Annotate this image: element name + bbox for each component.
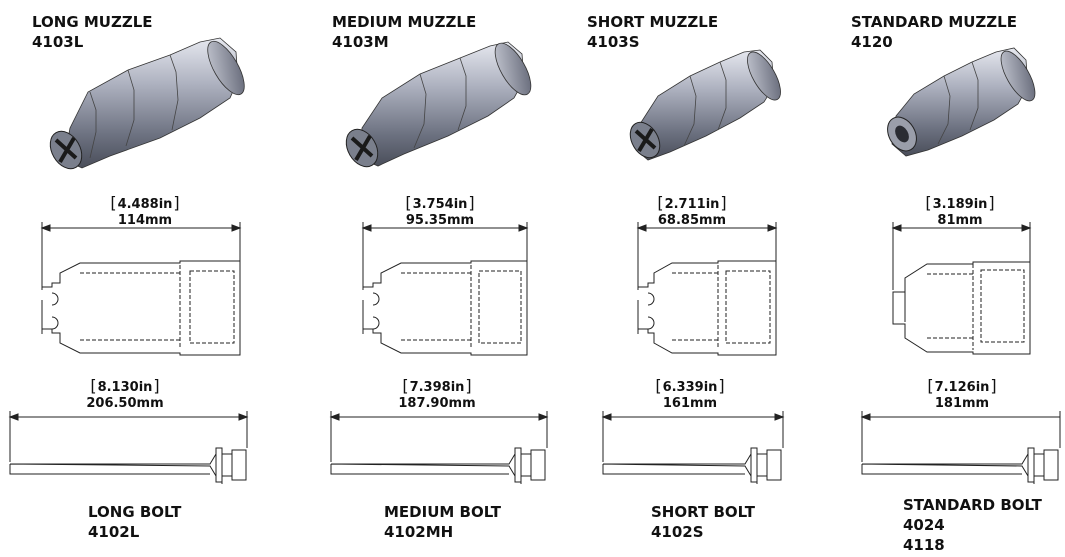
muzzle-dim-standard: [3.189in] 81mm [925, 193, 995, 229]
muzzle-side-medium [361, 222, 529, 356]
muzzle-dim-medium: [3.754in] 95.35mm [405, 193, 475, 229]
muzzle-dim-short: [2.711in] 68.85mm [657, 193, 727, 229]
muzzle-side-short [636, 222, 778, 356]
bolt-side-long [8, 411, 249, 484]
bolt-side-medium [329, 411, 549, 484]
muzzle-side-standard [891, 222, 1032, 355]
bolt-side-short [601, 411, 785, 484]
bolt-side-standard [860, 411, 1061, 484]
muzzle-side-long [40, 222, 242, 356]
bolt-dim-standard: [7.126in] 181mm [927, 376, 997, 412]
bolt-dim-short: [6.339in] 161mm [655, 376, 725, 412]
bolt-dim-medium: [7.398in] 187.90mm [398, 376, 476, 412]
bolt-dim-long: [8.130in] 206.50mm [86, 376, 164, 412]
muzzle-dim-long: [4.488in] 114mm [110, 193, 180, 229]
